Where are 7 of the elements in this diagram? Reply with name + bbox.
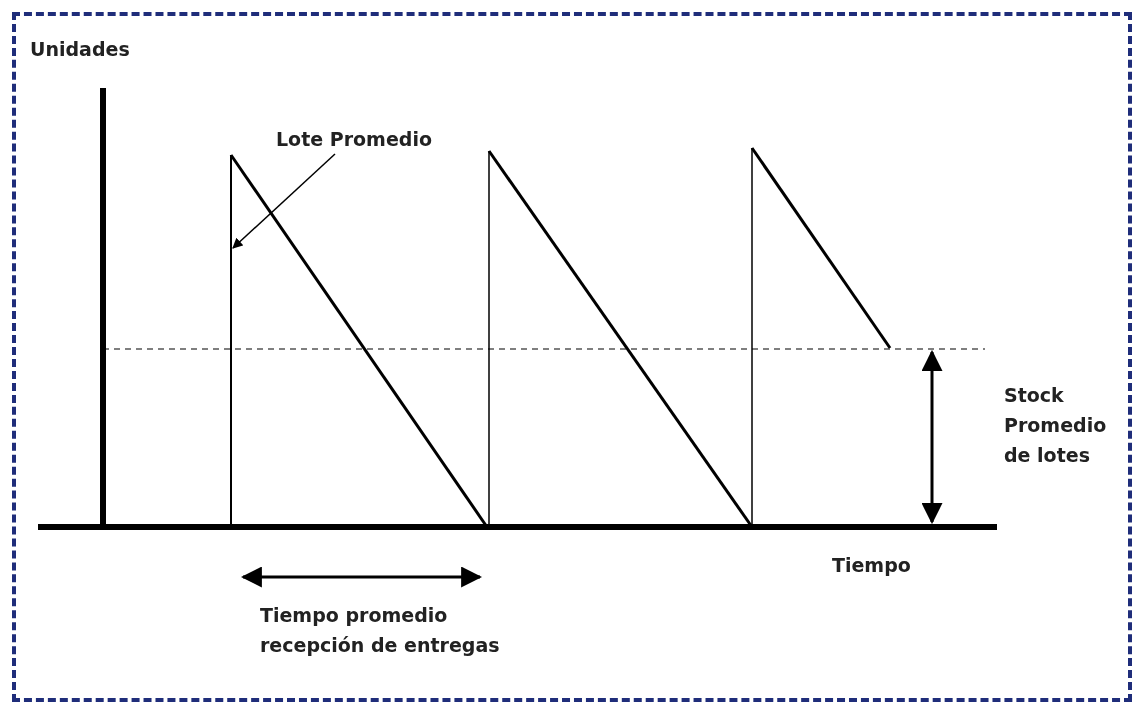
- dimension-label: Tiempo promedio recepción de entregas: [260, 603, 501, 658]
- axis-label: Tiempo: [832, 553, 911, 578]
- callout-label: Lote Promedio: [276, 124, 432, 154]
- axis-label: Unidades: [30, 37, 130, 62]
- dimension-label: Stock Promedio de lotes: [1004, 383, 1108, 468]
- leader-line: [232, 153, 336, 249]
- vertical-line: [230, 155, 232, 527]
